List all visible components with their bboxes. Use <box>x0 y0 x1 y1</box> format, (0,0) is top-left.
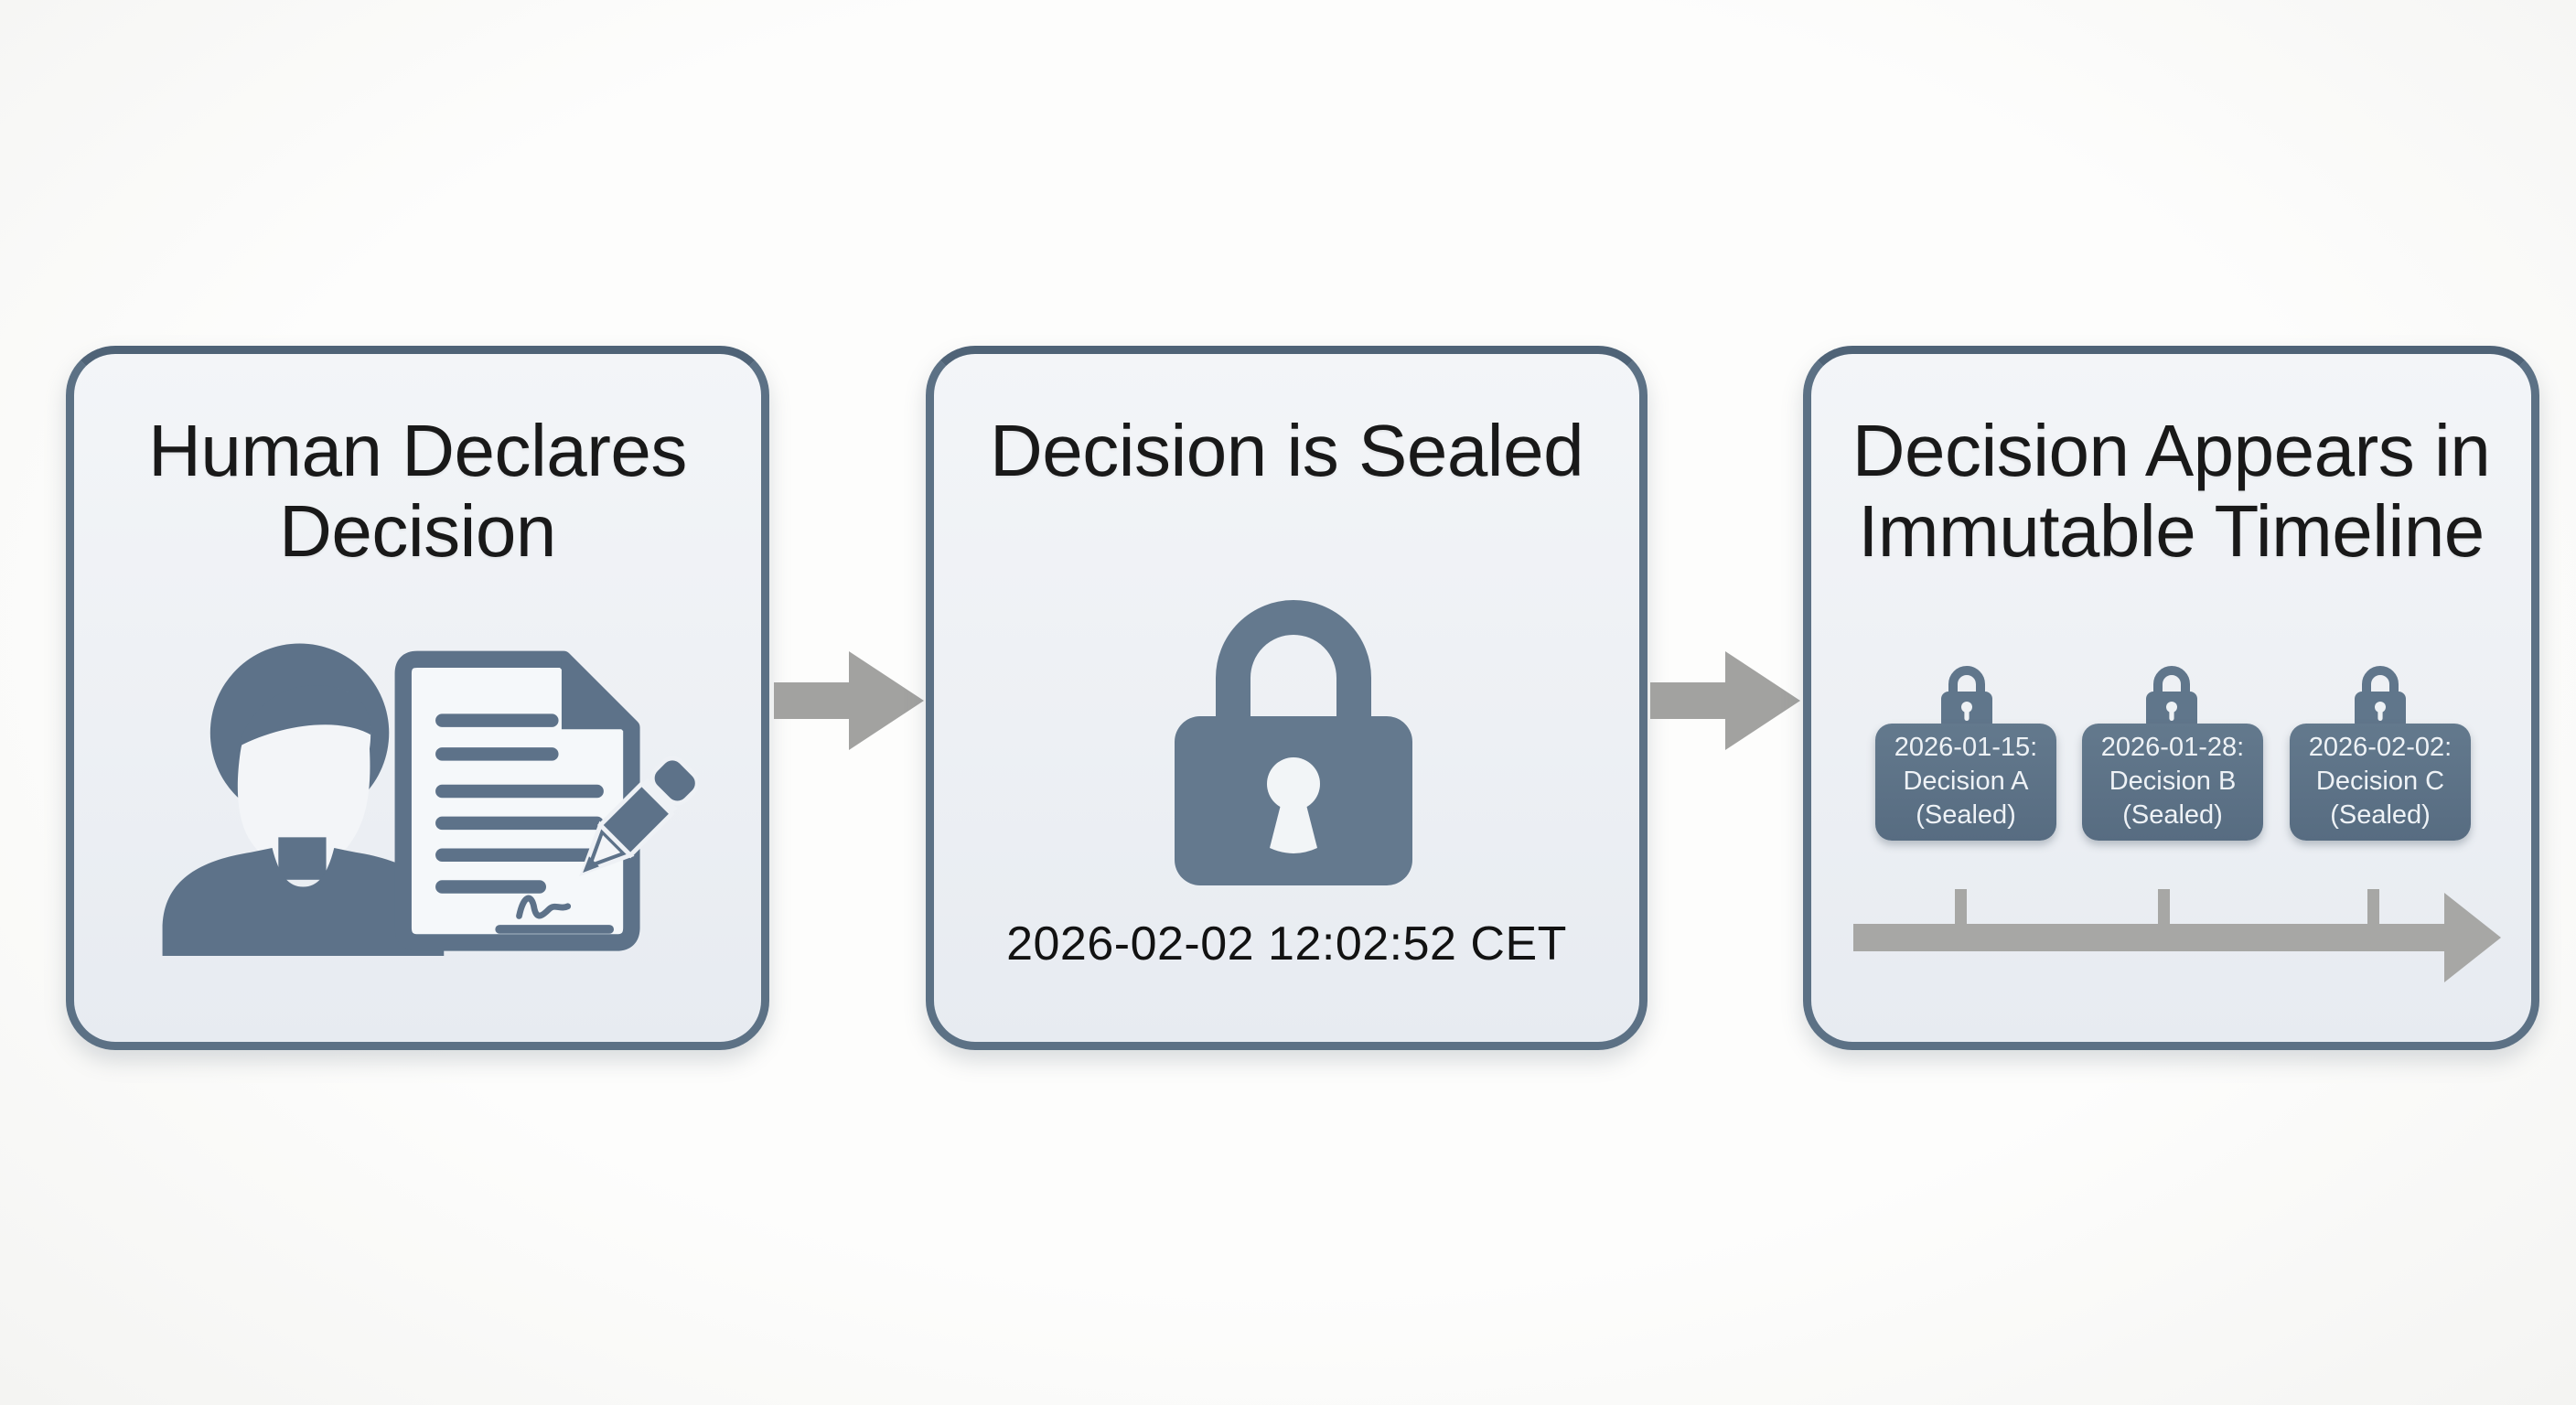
card-status: (Sealed) <box>2122 800 2223 830</box>
card-name: Decision C <box>2315 767 2445 796</box>
card-date: 2026-01-28: <box>2100 733 2245 762</box>
timeline-card: 2026-02-02: Decision C (Sealed) <box>2290 724 2471 841</box>
document-icon <box>394 650 640 951</box>
card-date: 2026-02-02: <box>2308 733 2453 762</box>
keyhole <box>1267 757 1320 810</box>
seal-timestamp: 2026-02-02 12:02:52 CET <box>1006 917 1567 971</box>
card-name: Decision A <box>1903 767 2029 796</box>
lock-icon <box>1941 666 1992 730</box>
panel-title: Decision Appears in Immutable Timeline <box>1852 410 2491 572</box>
card-date: 2026-01-15: <box>1894 733 2038 762</box>
timeline-card: 2026-01-15: Decision A (Sealed) <box>1875 724 2056 841</box>
padlock-icon <box>1175 600 1412 885</box>
panel-title: Human Declares Decision <box>148 410 687 572</box>
flow-arrow-icon <box>774 651 924 750</box>
card-name: Decision B <box>2109 767 2237 796</box>
person-signing-document-icon <box>162 643 698 956</box>
flow-arrow-icon <box>1650 651 1800 750</box>
signature-squiggle <box>516 895 572 919</box>
lock-icon <box>2146 666 2197 730</box>
timeline-card: 2026-01-28: Decision B (Sealed) <box>2082 724 2263 841</box>
panel-title: Decision is Sealed <box>989 410 1584 491</box>
card-status: (Sealed) <box>1916 800 2016 830</box>
timeline-arrow <box>1853 889 2501 982</box>
person-icon <box>162 643 445 956</box>
lock-icon <box>2355 666 2406 730</box>
step-panel-declare: Human Declares Decision <box>66 346 769 1050</box>
step-panel-timeline: Decision Appears in Immutable Timeline 2… <box>1803 346 2539 1050</box>
card-status: (Sealed) <box>2330 800 2431 830</box>
step-panel-seal: Decision is Sealed 2026-02-02 12:02:52 C… <box>926 346 1648 1050</box>
pencil-icon <box>579 756 698 877</box>
